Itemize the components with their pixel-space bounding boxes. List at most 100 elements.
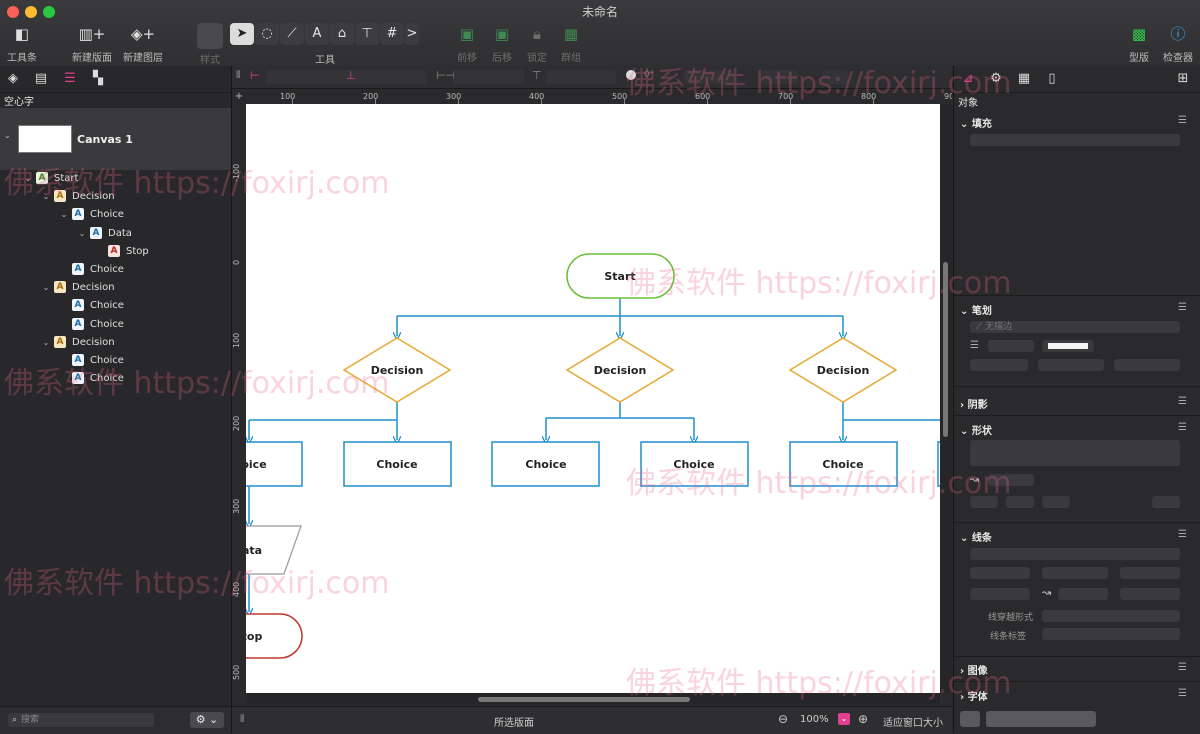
stencils-button[interactable]: ▩ 型版 [1124,25,1154,64]
line-start-size[interactable] [970,588,1030,600]
canvases-icon[interactable]: ▤ [34,71,48,86]
disclosure-icon[interactable]: ⌄ [78,228,86,238]
document-inspector-icon[interactable]: ▯ [1048,71,1056,86]
more-tools-button[interactable]: > [405,23,419,45]
canvas-row[interactable]: ⌄ Canvas 1 [0,108,231,170]
line-section-menu-icon[interactable]: ☰ [1178,529,1187,540]
subtract-button[interactable] [1042,496,1070,508]
shadow-section-header[interactable]: › 阴影 [960,400,988,411]
line-hop-select[interactable] [1042,610,1180,622]
align-menu[interactable] [762,70,798,84]
line-cap-buttons[interactable] [1114,359,1180,371]
convert-shape-button[interactable] [1152,496,1180,508]
zoom-out-icon[interactable]: ⊖ [778,712,789,726]
new-layer-button[interactable]: ◈+ 新建图层 [122,25,164,64]
style-swatch-button[interactable] [197,23,223,49]
distribute-button[interactable] [822,70,848,84]
start-node[interactable] [566,253,675,299]
disclosure-icon[interactable]: ⌄ [24,174,32,183]
line-section-header[interactable]: ⌄ 线条 [960,533,992,544]
action-gear-button[interactable]: ⚙ ⌄ [190,712,224,728]
object-inspector-icon[interactable]: ⊿ [962,71,974,86]
width-field[interactable] [454,70,524,84]
stroke-pattern-select[interactable] [970,359,1028,371]
font-picker[interactable] [986,711,1096,727]
fill-type-select[interactable] [970,134,1180,146]
stencil-tab-icon[interactable]: ▚ [93,71,103,86]
disclosure-icon[interactable]: ⌄ [42,283,50,293]
inspector-toggle-button[interactable]: ⓘ 检查器 [1160,25,1196,64]
bring-forward-button[interactable]: ▣ 前移 [452,25,482,64]
lock-button[interactable]: 🔒︎ 锁定 [522,25,552,64]
line-end-size[interactable] [1120,588,1180,600]
minimize-window-button[interactable] [25,6,37,18]
stroke-type-select[interactable]: ⟋ 无描边 [970,321,1180,333]
line-curve-field[interactable] [1058,588,1108,600]
new-canvas-button[interactable]: ▥+ 新建版面 [72,25,112,64]
decision-node-2[interactable] [565,337,675,403]
rotation-knob[interactable] [626,70,636,80]
flip-buttons[interactable] [684,70,734,84]
outline-icon[interactable]: ☰ [64,71,76,86]
choice-node-4[interactable] [640,441,749,487]
decision-node-3[interactable] [788,337,898,403]
height-field[interactable] [546,70,616,84]
canvas-inspector-icon[interactable]: ▦ [1017,71,1031,86]
data-node[interactable] [246,525,302,575]
fit-window-button[interactable]: 适应窗口大小 [883,718,943,729]
grid-tool[interactable]: # [380,23,404,45]
corner-style-buttons[interactable] [1038,359,1104,371]
shadow-section-menu-icon[interactable]: ☰ [1178,396,1187,407]
shape-tool[interactable]: ◌ [255,23,279,45]
toolbar-toggle-button[interactable]: ◧ 工具条 [4,25,40,64]
choice-node-partial[interactable] [937,441,940,487]
x-field[interactable] [266,70,426,84]
curve-icon[interactable]: ↝ [970,473,980,486]
group-button[interactable]: ▦ 群组 [556,25,586,64]
ruler-origin-icon[interactable]: + [232,89,246,104]
stroke-color-well[interactable] [1042,340,1094,352]
line-type-select[interactable] [970,548,1180,560]
union-button[interactable] [970,496,998,508]
decision-node-1[interactable] [342,337,452,403]
choice-node-2[interactable] [343,441,452,487]
drawing-canvas[interactable]: Start Decision Decision Decision oice Ch… [246,104,940,693]
search-field[interactable]: ⌕搜索 [8,713,154,727]
zoom-menu-button[interactable]: ⌄ [838,713,850,725]
font-section-header[interactable]: › 字体 [960,692,988,703]
line-label-select[interactable] [1042,628,1180,640]
line-end-select[interactable] [1120,567,1180,579]
intersect-button[interactable] [1006,496,1034,508]
fill-section-menu-icon[interactable]: ☰ [1178,115,1187,126]
fill-section-header[interactable]: ⌄ 填充 [960,119,992,130]
layers-icon[interactable]: ◈ [8,71,18,86]
diagram-tool[interactable]: ⊤ [355,23,379,45]
disclosure-icon[interactable]: ⌄ [42,192,50,202]
canvas-disclosure-icon[interactable]: ⌄ [4,131,11,140]
stroke-width-field[interactable] [988,340,1034,352]
text-tool[interactable]: A [305,23,329,45]
zoom-window-button[interactable] [43,6,55,18]
properties-gear-icon[interactable]: ⚙ [990,71,1002,86]
image-section-header[interactable]: › 图像 [960,666,988,677]
close-window-button[interactable] [7,6,19,18]
font-color-well[interactable] [960,711,980,727]
line-curve-icon[interactable]: ↝ [1042,586,1052,599]
stop-node[interactable] [246,613,303,659]
shape-section-header[interactable]: ⌄ 形状 [960,426,992,437]
stroke-section-header[interactable]: ⌄ 笔划 [960,306,992,317]
swap-ends-button[interactable] [1042,567,1108,579]
vertical-scroll-thumb[interactable] [943,262,948,437]
disclosure-icon[interactable]: ⌄ [42,337,50,347]
horizontal-scroll-thumb[interactable] [478,697,690,702]
